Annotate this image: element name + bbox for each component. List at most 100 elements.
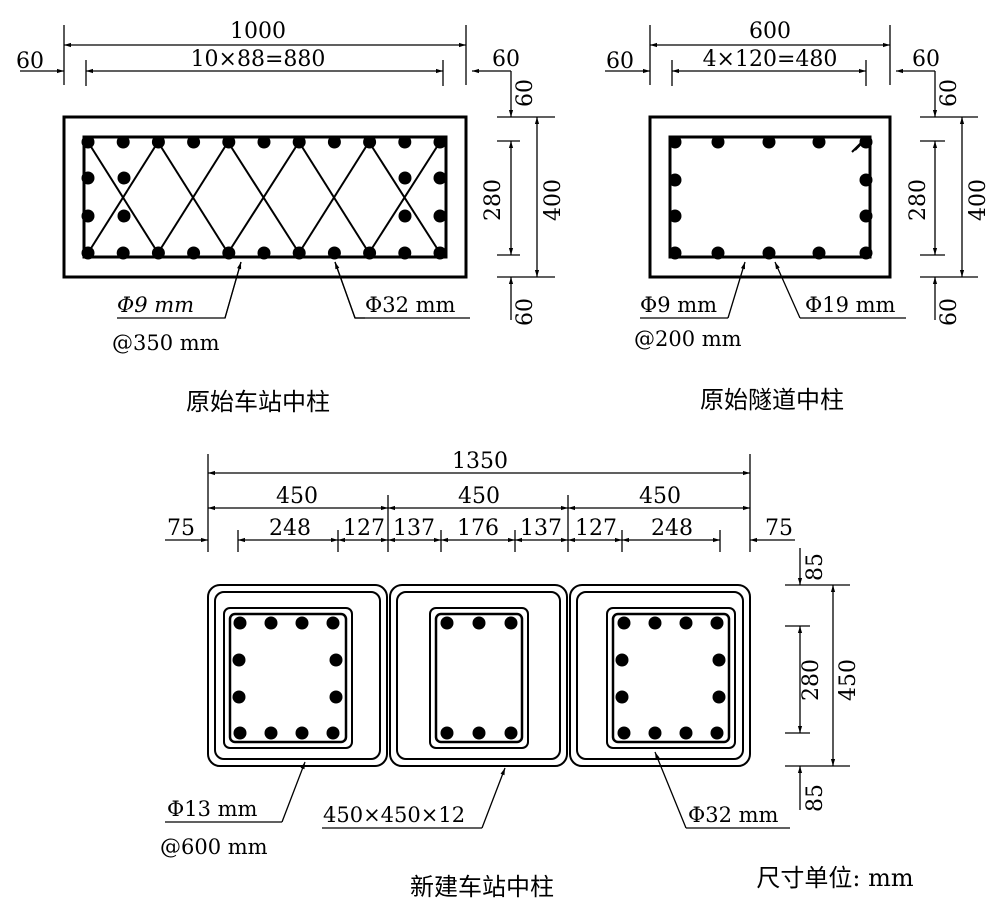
rebar-dot (617, 726, 631, 740)
bar-label: Φ32 mm (365, 293, 456, 317)
rebar-dot (326, 726, 340, 740)
sub-dimension-label: 127 (343, 516, 385, 541)
rebar-dot (615, 653, 629, 667)
dim-cover-left: 60 (16, 49, 44, 74)
rebar-dot (710, 616, 724, 630)
rebar-dot (295, 726, 309, 740)
rebar-dot (363, 135, 377, 149)
steel-tube-outer (569, 584, 751, 767)
rebar-dot (433, 246, 447, 260)
rebar-dot (295, 616, 309, 630)
rebar-dot (615, 690, 629, 704)
rebar-dot (440, 616, 454, 630)
rebar-dot (433, 209, 447, 223)
bar-label: Φ32 mm (688, 803, 779, 827)
dim-overall-width: 1350 (452, 449, 508, 474)
concrete-outline (62, 115, 468, 279)
rebar-dot (617, 616, 631, 630)
rebar-dot (329, 690, 343, 704)
stirrup-outline (434, 612, 524, 744)
rebar-dot (187, 246, 201, 260)
rebar-dot (398, 246, 412, 260)
dimension-lines (165, 454, 850, 829)
sub-dimension-label: 127 (575, 516, 617, 541)
sub-dimension-label: 176 (457, 516, 499, 541)
rebar-dot (710, 726, 724, 740)
rebar-dot (257, 246, 271, 260)
steel-tube-outer (389, 584, 568, 767)
rebar-group (232, 616, 726, 740)
rebar-dot (433, 171, 447, 185)
panel-title: 原始隧道中柱 (700, 386, 844, 414)
rebar-dot (668, 173, 682, 187)
rebar-dot (81, 209, 95, 223)
rebar-dot (363, 246, 377, 260)
steel-tube-inner (214, 591, 381, 760)
rebar-dot (327, 246, 341, 260)
steel-tube-inner (396, 591, 561, 760)
dim-overall-height: 400 (541, 179, 566, 221)
core-outline (429, 607, 529, 749)
sub-dimension-label: 248 (651, 516, 693, 541)
rebar-dot (712, 653, 726, 667)
tie-label: Φ13 mm (167, 797, 258, 821)
dim-cover-right: 60 (492, 47, 520, 72)
dim-bar-spacing: 4×120=480 (703, 47, 838, 72)
panel-original-station-column: 1000 10×88=880 60 60 60 280 400 60 Φ9 mm… (16, 19, 566, 416)
dim-cover-top: 60 (513, 79, 538, 107)
tie-line (87, 141, 159, 254)
dim-cover-bottom: 85 (803, 784, 828, 812)
tie-line (227, 141, 300, 254)
rebar-dot (233, 726, 247, 740)
dim-bar-spacing: 10×88=880 (191, 47, 326, 72)
dim-cover-top: 60 (937, 79, 962, 107)
rebar-dot (859, 173, 873, 187)
rebar-dot (762, 135, 776, 149)
tie-label: Φ9 mm (117, 293, 194, 317)
tie-line (298, 141, 370, 254)
rebar-dot (264, 616, 278, 630)
dim-segment-3: 450 (639, 484, 681, 509)
stirrup-outline (228, 612, 348, 744)
rebar-dot (151, 135, 165, 149)
dim-overall-height: 450 (836, 659, 861, 701)
sub-dimension-label: 75 (765, 516, 793, 541)
tie-spacing-label: @200 mm (634, 327, 742, 351)
dim-cover-left: 60 (606, 49, 634, 74)
rebar-dot (859, 135, 873, 149)
rebar-dot (117, 209, 131, 223)
rebar-dot (668, 209, 682, 223)
rebar-dot (398, 171, 412, 185)
dim-overall-width: 1000 (230, 19, 286, 44)
rebar-dot (326, 616, 340, 630)
rebar-dot (292, 135, 306, 149)
diagonal-ties (87, 141, 441, 254)
rebar-dot (222, 246, 236, 260)
dim-inner-height: 280 (799, 659, 824, 701)
rebar-dot (648, 616, 662, 630)
stirrup-outline (668, 135, 872, 259)
steel-tube-inner (576, 591, 744, 760)
sub-dimension-label: 75 (167, 516, 195, 541)
rebar-dot (81, 246, 95, 260)
rebar-dot (398, 209, 412, 223)
panel-title: 新建车站中柱 (410, 873, 554, 901)
dim-overall-height: 400 (966, 179, 991, 221)
tie-line (157, 141, 229, 254)
rebar-dot (233, 616, 247, 630)
rebar-dot (264, 726, 278, 740)
rebar-dot (398, 135, 412, 149)
rebar-dot (81, 135, 95, 149)
rebar-dot (859, 209, 873, 223)
rebar-dot (648, 726, 662, 740)
rebar-dot (668, 135, 682, 149)
rebar-dot (812, 135, 826, 149)
rebar-dot (440, 726, 454, 740)
rebar-dot (504, 726, 518, 740)
rebar-group (668, 135, 873, 260)
dim-cover-right: 60 (912, 47, 940, 72)
rebar-dot (679, 616, 693, 630)
rebar-dot (329, 653, 343, 667)
rebar-dot (327, 135, 341, 149)
